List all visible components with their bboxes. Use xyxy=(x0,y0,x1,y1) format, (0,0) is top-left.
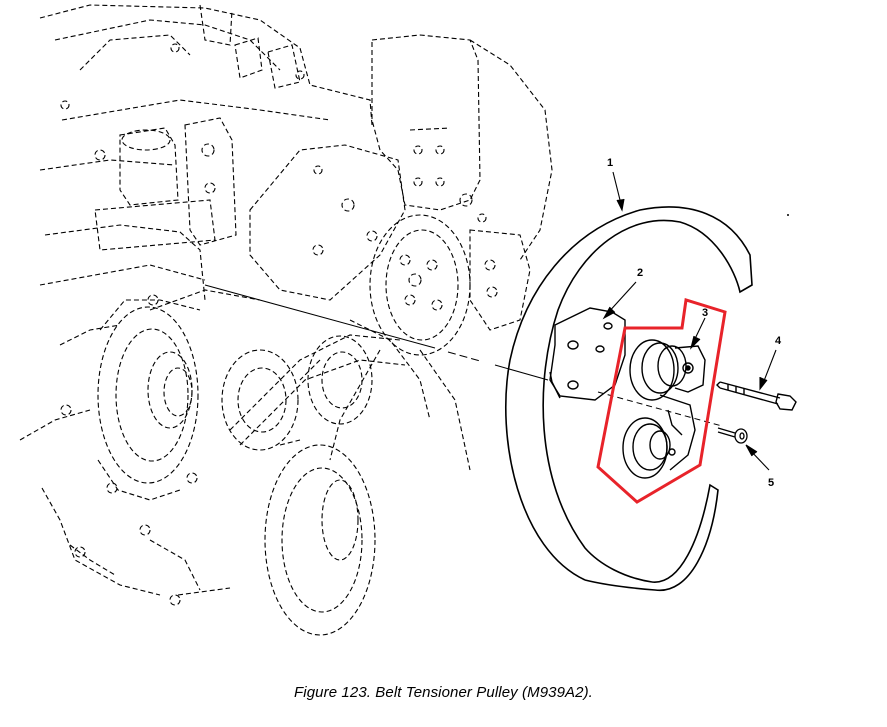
tensioner-pulley-assembly xyxy=(622,339,706,479)
callout-2-label: 2 xyxy=(637,267,643,279)
drive-belt xyxy=(504,206,753,592)
alignment-centerline xyxy=(204,284,723,427)
capscrew-bolt xyxy=(716,381,797,411)
small-screw xyxy=(717,427,748,444)
highlight-outline xyxy=(596,298,727,504)
figure-caption: Figure 123. Belt Tensioner Pulley (M939A… xyxy=(294,684,593,701)
callout-3-label: 3 xyxy=(702,307,708,319)
callout-leaders xyxy=(602,171,777,471)
engine-outline xyxy=(19,4,553,636)
callout-1-label: 1 xyxy=(607,157,613,169)
stray-mark xyxy=(787,214,789,216)
callout-5-label: 5 xyxy=(768,477,774,489)
exploded-view-diagram: 1 2 3 4 5 xyxy=(19,4,797,636)
callout-4-label: 4 xyxy=(775,335,782,347)
